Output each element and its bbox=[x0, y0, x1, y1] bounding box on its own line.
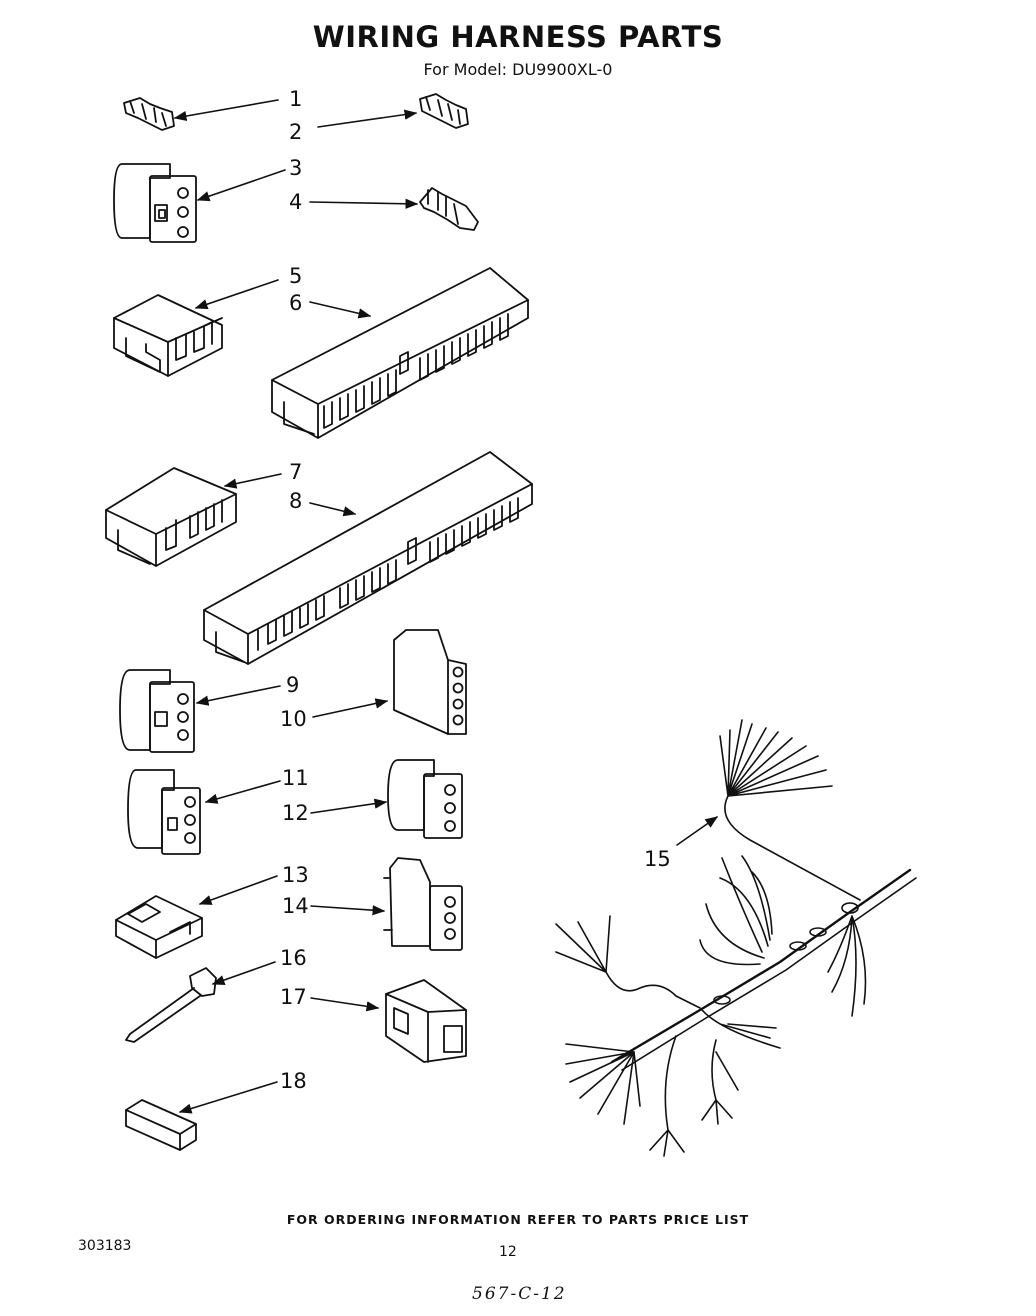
callout-3: 3 bbox=[289, 156, 303, 180]
part-10-connector bbox=[393, 629, 467, 735]
leader-lines bbox=[173, 99, 719, 1114]
callout-5: 5 bbox=[289, 264, 303, 288]
callout-16: 16 bbox=[280, 946, 307, 970]
callout-6: 6 bbox=[289, 291, 303, 315]
callout-15: 15 bbox=[644, 847, 671, 871]
callout-1: 1 bbox=[289, 87, 303, 111]
callout-2: 2 bbox=[289, 120, 303, 144]
callout-7: 7 bbox=[289, 460, 303, 484]
callout-8: 8 bbox=[289, 489, 303, 513]
part-17-connector bbox=[385, 979, 467, 1063]
handwritten-note: 567-C-12 bbox=[472, 1284, 567, 1304]
part-2-terminal bbox=[419, 93, 469, 129]
part-18-block bbox=[125, 1099, 197, 1151]
callout-10: 10 bbox=[280, 707, 307, 731]
page-title: WIRING HARNESS PARTS bbox=[312, 20, 724, 54]
callout-18: 18 bbox=[280, 1069, 307, 1093]
part-6-connector-block bbox=[271, 267, 529, 439]
part-3-connector bbox=[113, 163, 197, 243]
part-8-connector-block bbox=[203, 451, 533, 665]
part-11-connector bbox=[127, 769, 201, 855]
callout-17: 17 bbox=[280, 985, 307, 1009]
part-12-connector bbox=[387, 759, 463, 839]
model-subtitle: For Model: DU9900XL-0 bbox=[423, 60, 613, 79]
part-14-connector bbox=[383, 857, 463, 951]
part-16-cable-tie bbox=[125, 967, 217, 1043]
part-4-terminal bbox=[419, 187, 479, 231]
callout-14: 14 bbox=[282, 894, 309, 918]
part-9-connector bbox=[119, 669, 195, 753]
callout-13: 13 bbox=[282, 863, 309, 887]
part-15-wiring-harness bbox=[555, 719, 917, 1157]
callout-12: 12 bbox=[282, 801, 309, 825]
part-7-connector bbox=[105, 467, 237, 567]
part-5-connector bbox=[113, 294, 223, 377]
document-number: 303183 bbox=[78, 1238, 132, 1254]
ordering-note: FOR ORDERING INFORMATION REFER TO PARTS … bbox=[286, 1212, 750, 1227]
callout-4: 4 bbox=[289, 190, 303, 214]
callout-9: 9 bbox=[286, 673, 300, 697]
callout-11: 11 bbox=[282, 766, 309, 790]
part-13-clip bbox=[115, 895, 203, 959]
part-1-terminal bbox=[123, 97, 175, 131]
page-number: 12 bbox=[499, 1244, 517, 1260]
